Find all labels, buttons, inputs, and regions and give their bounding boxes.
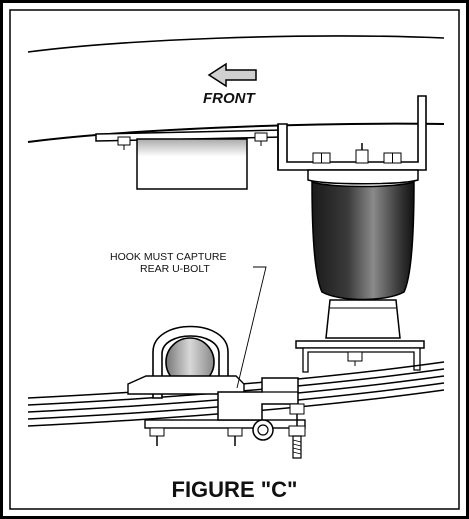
figure-caption: FIGURE "C"	[172, 477, 298, 502]
callout-leader	[236, 266, 267, 389]
body-panel-line	[27, 35, 445, 53]
inner-frame	[9, 9, 460, 510]
threaded-bolt	[288, 425, 306, 459]
air-spring-bag	[311, 180, 415, 301]
hook-bracket	[217, 377, 305, 440]
arrow-left-icon	[207, 62, 257, 88]
shackle-nut	[252, 419, 274, 441]
lower-bracket	[295, 340, 425, 373]
air-spring-top-cap	[307, 169, 419, 185]
callout-line-2: REAR U-BOLT	[140, 263, 210, 275]
air-spring-piston	[325, 299, 401, 339]
frame-rail	[27, 122, 445, 143]
upper-bracket	[277, 95, 427, 171]
direction-label: FRONT	[203, 90, 256, 107]
axle-u-bolt	[127, 325, 245, 399]
callout-line-1: HOOK MUST CAPTURE	[110, 251, 226, 263]
clamp-plate	[144, 419, 306, 446]
spacer-block	[136, 138, 248, 190]
